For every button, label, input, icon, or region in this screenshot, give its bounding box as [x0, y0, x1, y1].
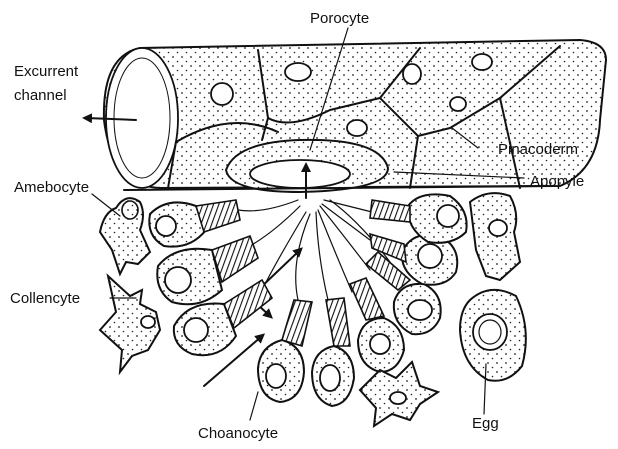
egg-cell: [460, 290, 526, 381]
label-apopyle: Apopyle: [530, 173, 584, 190]
label-porocyte: Porocyte: [310, 10, 369, 27]
label-excurrent-channel-line2: channel: [14, 87, 67, 104]
choanocyte-cell: [370, 194, 467, 243]
label-collencyte: Collencyte: [10, 290, 80, 307]
label-amebocyte: Amebocyte: [14, 179, 89, 196]
label-pinacoderm: Pinacoderm: [498, 141, 578, 158]
choanocyte-cell: [258, 300, 312, 402]
choanocyte-cell: [350, 278, 404, 372]
label-excurrent-channel-line1: Excurrent: [14, 63, 79, 80]
choanocytes: [149, 194, 466, 406]
excurrent-channel: [104, 40, 606, 192]
label-choanocyte: Choanocyte: [198, 425, 278, 442]
choanocyte-cell: [312, 298, 354, 406]
label-egg: Egg: [472, 415, 499, 432]
choanocyte-cell: [149, 200, 240, 247]
